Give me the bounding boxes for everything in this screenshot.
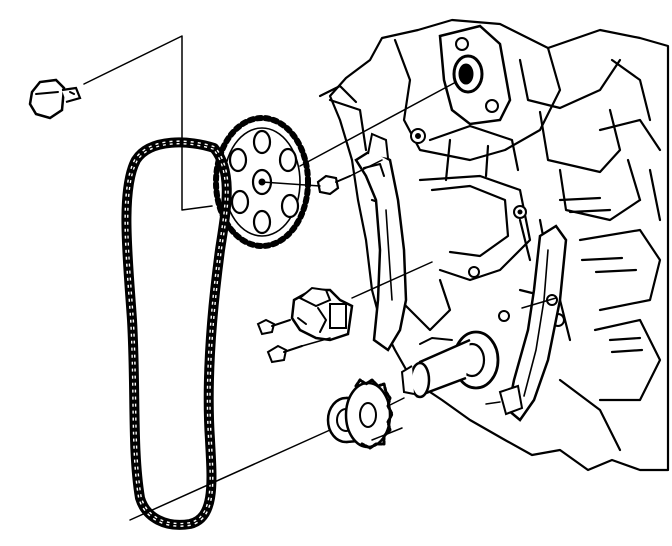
sprocket-bolt [316, 174, 351, 196]
crankshaft-nose [400, 330, 500, 399]
chain-guide-bolt [28, 78, 82, 120]
adjustable-chain-guide [498, 224, 568, 422]
crankshaft-sprocket [344, 378, 394, 450]
stationary-chain-guide [354, 132, 408, 352]
camshaft-seal-housing [438, 24, 512, 126]
leader-lines [83, 35, 557, 521]
tensioner-bolts [256, 318, 303, 364]
timing-chain [121, 137, 232, 530]
chain-tensioner [290, 286, 354, 342]
